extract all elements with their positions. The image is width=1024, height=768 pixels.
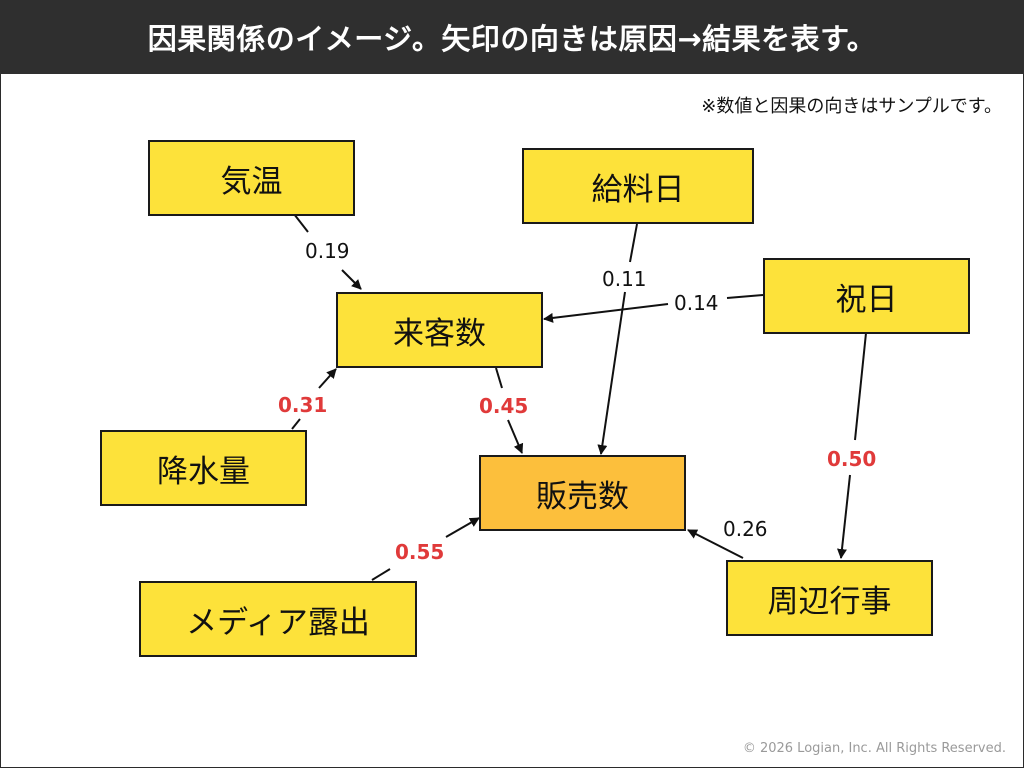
- edge-raikyakusu-hanbaisu: [495, 367, 503, 389]
- edge-kion-raikyakusu: [293, 213, 309, 233]
- edge-shukujitsu-raikyakusu: [726, 294, 764, 299]
- edge-label-shukujitsu-shuhen: 0.50: [827, 447, 876, 471]
- node-kousuiryo: 降水量: [100, 430, 307, 506]
- edge-media-hanbaisu: [371, 568, 391, 581]
- edge-label-media: 0.55: [395, 540, 444, 564]
- edge-shuhen-hanbaisu: [687, 529, 744, 559]
- copyright-text: © 2026 Logian, Inc. All Rights Reserved.: [742, 741, 1006, 756]
- edge-kousuiryo-raikyakusu: [291, 418, 301, 430]
- edge-shukujitsu-raikyakusu-head: [543, 303, 669, 323]
- edge-shukujitsu-shuhen: [854, 332, 867, 441]
- edge-label-kion: 0.19: [305, 239, 350, 263]
- edge-label-shuhen: 0.26: [723, 517, 768, 541]
- edge-kousuiryo-raikyakusu-head: [318, 368, 337, 389]
- slide-title: 因果関係のイメージ。矢印の向きは原因→結果を表す。: [0, 0, 1024, 74]
- node-media: メディア露出: [139, 581, 417, 657]
- edge-label-kousuiryo: 0.31: [278, 393, 327, 417]
- edge-label-shukujitsu-raikyakusu: 0.14: [674, 291, 719, 315]
- edge-raikyakusu-hanbaisu-head: [507, 419, 524, 454]
- sample-note: ※数値と因果の向きはサンプルです。: [701, 96, 1002, 117]
- node-kion: 気温: [148, 140, 355, 216]
- node-shuhen: 周辺行事: [726, 560, 933, 636]
- node-kyuryobi: 給料日: [522, 148, 754, 224]
- edge-kion-raikyakusu-head: [341, 269, 362, 290]
- edge-shukujitsu-shuhen-head: [836, 474, 851, 559]
- edge-kyuryobi-hanbaisu-head: [597, 291, 626, 455]
- node-hanbaisu: 販売数: [479, 455, 686, 531]
- edge-label-kyuryobi: 0.11: [602, 267, 647, 291]
- node-raikyakusu: 来客数: [336, 292, 543, 368]
- edge-media-hanbaisu-head: [445, 517, 480, 538]
- edge-kyuryobi-hanbaisu: [629, 223, 638, 263]
- node-shukujitsu: 祝日: [763, 258, 970, 334]
- edge-label-raikyakusu: 0.45: [479, 394, 528, 418]
